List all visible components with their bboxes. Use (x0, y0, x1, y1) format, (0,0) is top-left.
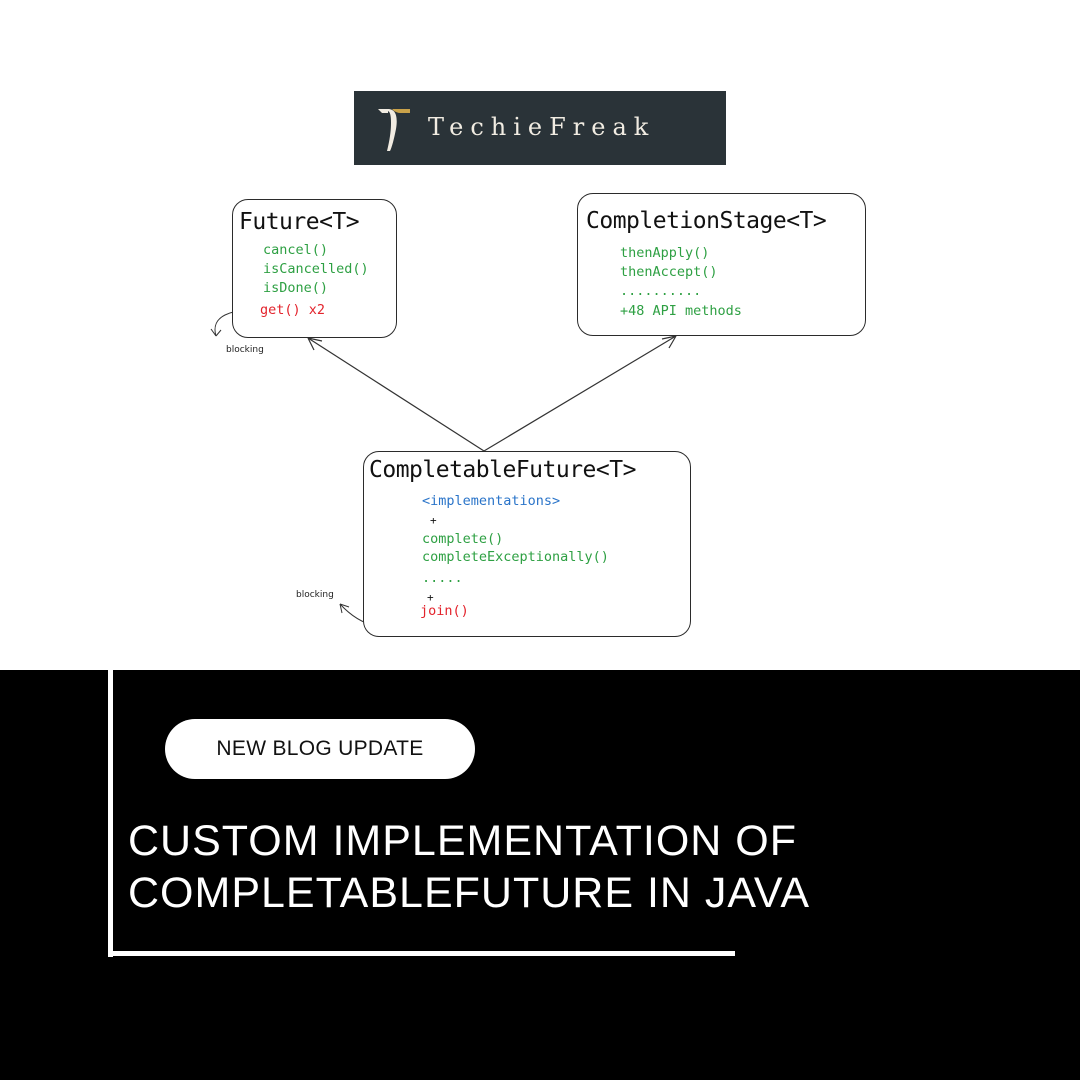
completion-stage-box (577, 193, 866, 336)
completion-stage-method: +48 API methods (620, 303, 742, 319)
completion-stage-method: thenAccept() (620, 264, 718, 280)
completable-plus: + (427, 591, 434, 604)
completable-future-box (363, 451, 691, 637)
blog-update-badge: NEW BLOG UPDATE (165, 719, 475, 779)
completable-future-title: CompletableFuture<T> (369, 457, 636, 483)
completion-stage-method: .......... (620, 283, 702, 299)
diagram-area: TechieFreak Future<T> cancel() isCancell… (210, 91, 866, 637)
completion-stage-method: thenApply() (620, 245, 710, 261)
completable-implementations: <implementations> (422, 493, 561, 509)
headline: CUSTOM IMPLEMENTATION OF COMPLETABLEFUTU… (128, 815, 810, 919)
completable-blocking-method: join() (420, 603, 469, 619)
future-method: cancel() (263, 242, 329, 258)
future-blocking-note: blocking (226, 345, 264, 355)
completable-method: complete() (422, 531, 504, 547)
completion-stage-title: CompletionStage<T> (586, 208, 827, 234)
completable-method: ..... (422, 570, 463, 586)
future-method: isDone() (263, 280, 329, 296)
future-box (232, 199, 397, 338)
frame-horizontal-line (108, 951, 735, 956)
completable-method: completeExceptionally() (422, 549, 609, 565)
completable-blocking-note: blocking (296, 590, 334, 600)
logo-mark-icon (378, 109, 410, 151)
diagram-connectors (210, 310, 677, 628)
logo-wordmark: TechieFreak (428, 113, 656, 141)
arrow-to-completion-stage (483, 335, 677, 452)
headline-line-2: COMPLETABLEFUTURE IN JAVA (128, 869, 811, 917)
frame-vertical-line (108, 670, 113, 957)
arrow-to-future (307, 337, 485, 452)
future-blocking-method: get() x2 (260, 302, 326, 318)
future-title: Future<T> (239, 209, 360, 235)
techiefreak-logo: TechieFreak (354, 91, 726, 165)
future-method: isCancelled() (263, 261, 369, 277)
completable-plus: + (430, 514, 437, 527)
headline-line-1: CUSTOM IMPLEMENTATION OF (128, 817, 798, 865)
